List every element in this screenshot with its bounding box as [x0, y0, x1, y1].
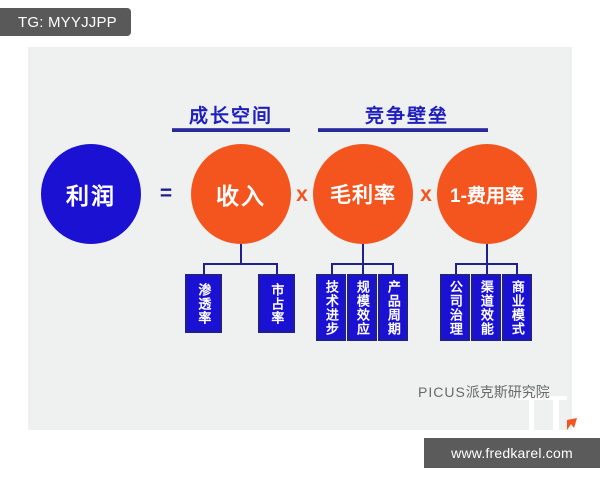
operator-equals: =	[159, 182, 173, 205]
connector-drop-exp-1	[455, 263, 457, 275]
website-url-banner: www.fredkarel.com	[424, 438, 600, 468]
connector-drop-exp-3	[516, 263, 518, 275]
connector-stem-gross-margin	[362, 244, 364, 264]
driver-box-gross-margin-3: 产品周期	[378, 274, 408, 341]
driver-box-expense-2: 渠道效能	[471, 274, 501, 341]
section-header-growth: 成长空间	[188, 106, 273, 127]
connector-drop-exp-2	[486, 263, 488, 275]
driver-box-revenue-2: 市占率	[258, 274, 295, 333]
logo-brand-cn: 派克斯研究院	[465, 384, 550, 400]
telegram-handle-badge: TG: MYYJJPP	[0, 8, 131, 36]
driver-box-expense-3: 商业模式	[502, 274, 532, 341]
connector-drop-gm-2	[362, 263, 364, 275]
connector-drop-gm-1	[331, 263, 333, 275]
term-circle-revenue: 收入	[191, 144, 291, 244]
term-circle-profit: 利润	[41, 144, 141, 244]
section-rule-growth	[172, 128, 290, 132]
driver-box-gross-margin-2: 规模效应	[347, 274, 377, 341]
connector-drop-revenue-2	[276, 263, 278, 275]
operator-times-2: x	[420, 183, 432, 206]
connector-bar-revenue	[203, 263, 278, 265]
connector-drop-revenue-1	[203, 263, 205, 275]
driver-box-expense-1: 公司治理	[440, 274, 470, 341]
connector-drop-gm-3	[392, 263, 394, 275]
picus-logo: PICUS派克斯研究院	[418, 382, 550, 402]
section-rule-moat	[318, 128, 488, 132]
term-circle-expense: 1-费用率	[437, 144, 537, 244]
picus-watermark-icon	[517, 396, 577, 441]
connector-stem-expense	[486, 244, 488, 264]
connector-stem-revenue	[240, 244, 242, 264]
logo-brand-en: PICUS	[418, 384, 466, 400]
driver-box-gross-margin-1: 技术进步	[316, 274, 346, 341]
operator-times-1: x	[296, 183, 308, 206]
section-header-moat: 竞争壁垒	[364, 106, 449, 127]
term-circle-gross-margin: 毛利率	[313, 144, 413, 244]
driver-box-revenue-1: 渗透率	[185, 274, 222, 333]
